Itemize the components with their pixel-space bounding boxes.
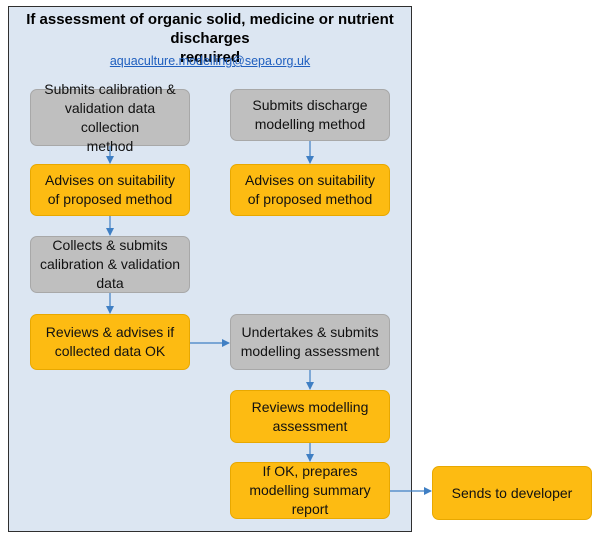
box-line: method <box>86 137 134 154</box>
box-line: collected data OK <box>54 343 166 359</box>
box-line: of proposed method <box>47 191 173 207</box>
box-advises-left: Advises on suitability of proposed metho… <box>30 164 190 216</box>
box-submits-calibration: Submits calibration & validation data co… <box>30 81 190 154</box>
box-line: modelling assessment <box>240 343 380 359</box>
box-line: validation data collection <box>64 99 156 135</box>
box-line: Submits calibration & <box>44 80 176 97</box>
box-line: data <box>96 275 124 291</box>
box-undertakes: Undertakes & submits modelling assessmen… <box>230 314 390 370</box>
box-line: Collects & submits <box>52 237 168 253</box>
box-prepares: If OK, prepares modelling summary report <box>230 462 390 519</box>
box-line: Reviews & advises if <box>45 324 175 340</box>
panel-title: If assessment of organic solid, medicine… <box>8 10 412 67</box>
box-line: calibration & validation <box>39 256 181 272</box>
box-reviews-modelling: Reviews modelling assessment <box>230 390 390 443</box>
box-line: assessment <box>272 417 348 434</box>
box-line: Undertakes & submits <box>241 324 379 340</box>
box-line: report <box>291 501 329 517</box>
box-line: If OK, prepares <box>262 463 358 479</box>
box-line: Reviews modelling <box>251 398 369 415</box>
title-line-2: required <box>179 49 240 66</box>
box-collects: Collects & submits calibration & validat… <box>30 236 190 293</box>
box-line: modelling summary <box>249 482 371 498</box>
box-line: Submits discharge <box>252 97 368 113</box>
email-link[interactable]: aquaculture.modelling@sepa.org.uk <box>109 54 311 68</box>
box-line: Advises on suitability <box>245 172 375 188</box>
box-submits-discharge: Submits discharge modelling method <box>230 89 390 141</box>
box-sends-to-developer: Sends to developer <box>432 466 592 520</box>
box-line: modelling method <box>254 116 366 132</box>
title-line-1: If assessment of organic solid, medicine… <box>26 11 394 47</box>
box-advises-right: Advises on suitability of proposed metho… <box>230 164 390 216</box>
box-line: of proposed method <box>247 191 373 207</box>
box-line: Advises on suitability <box>45 172 175 188</box>
box-reviews-data: Reviews & advises if collected data OK <box>30 314 190 370</box>
box-line: Sends to developer <box>451 484 573 501</box>
